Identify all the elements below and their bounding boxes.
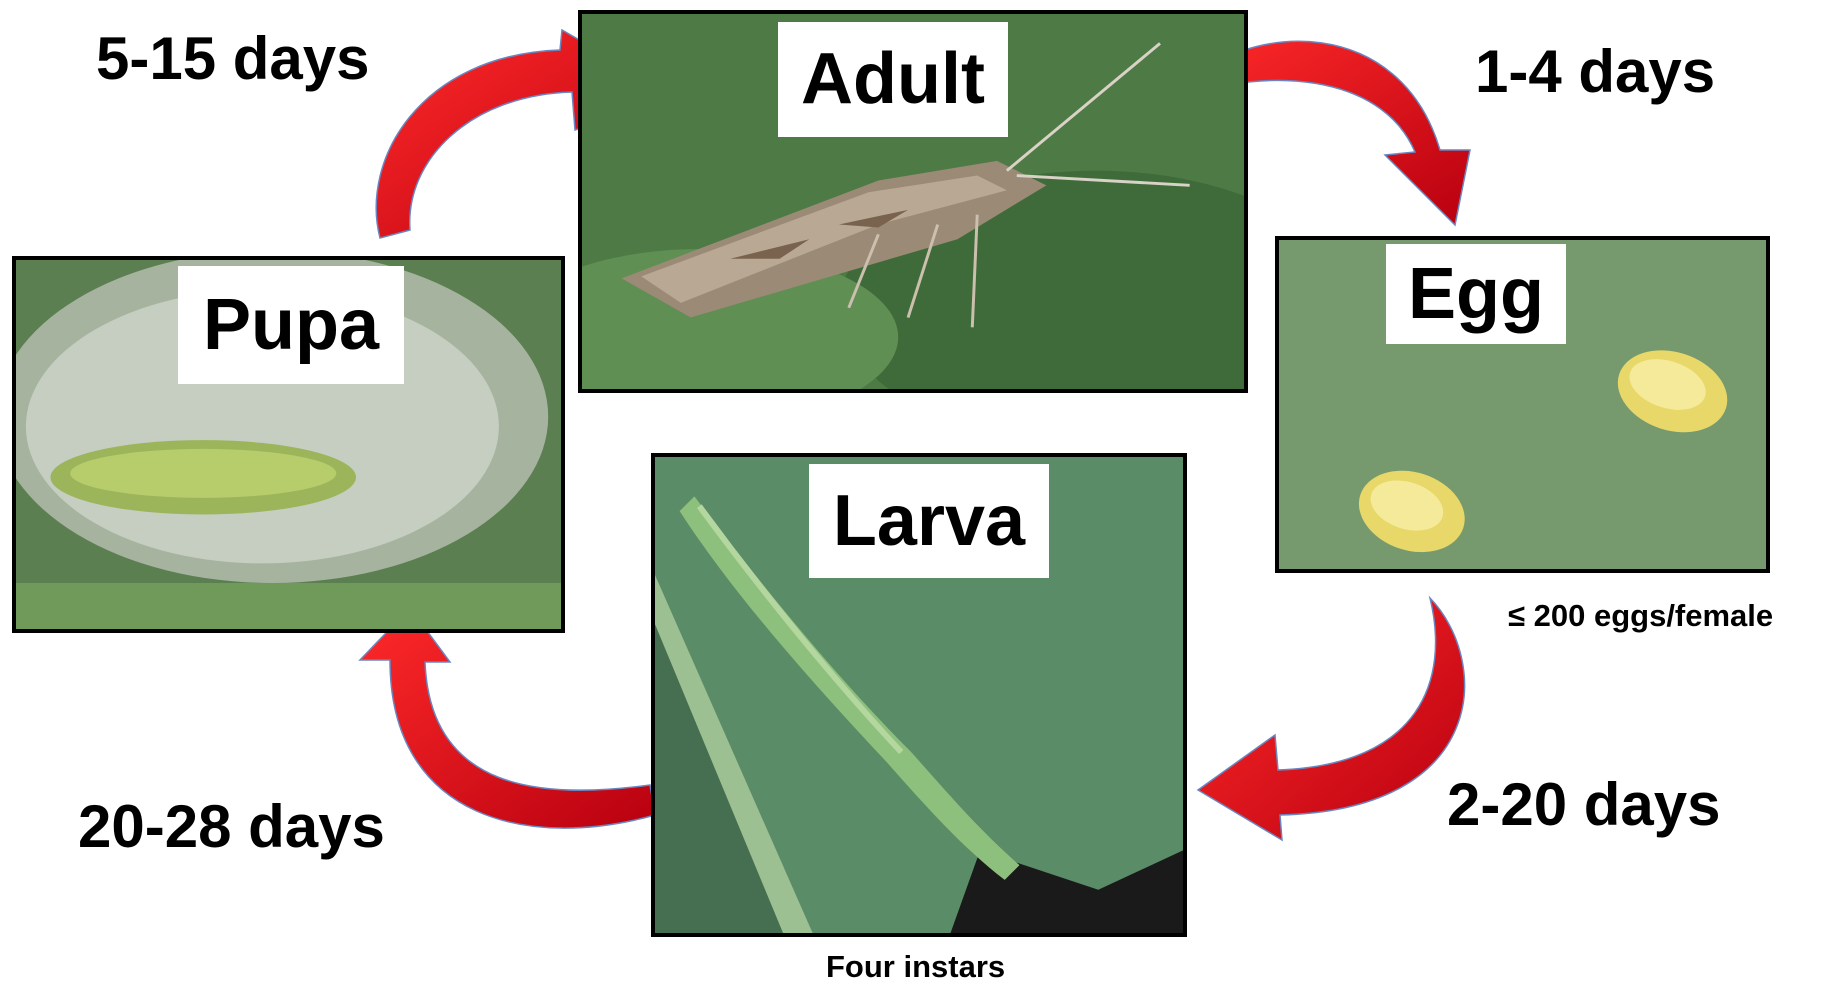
larva-label: Larva [809, 464, 1049, 578]
duration-pupa-to-adult: 5-15 days [96, 24, 370, 93]
adult-photo-frame: Adult [578, 10, 1248, 393]
larva-photo-frame: Larva [651, 453, 1187, 937]
pupa-label: Pupa [178, 266, 404, 384]
egg-photo-frame: Egg [1275, 236, 1770, 573]
duration-larva-to-pupa: 20-28 days [78, 792, 385, 861]
egg-label: Egg [1386, 244, 1566, 344]
arrow-larva-to-pupa [360, 608, 655, 828]
larva-instars-note: Four instars [826, 949, 1005, 985]
egg-count-note: ≤ 200 eggs/female [1508, 598, 1773, 634]
arrow-egg-to-larva [1198, 598, 1465, 840]
duration-adult-to-egg: 1-4 days [1475, 37, 1715, 106]
adult-label: Adult [778, 22, 1008, 137]
pupa-photo-frame: Pupa [12, 256, 565, 633]
duration-egg-to-larva: 2-20 days [1447, 770, 1721, 839]
